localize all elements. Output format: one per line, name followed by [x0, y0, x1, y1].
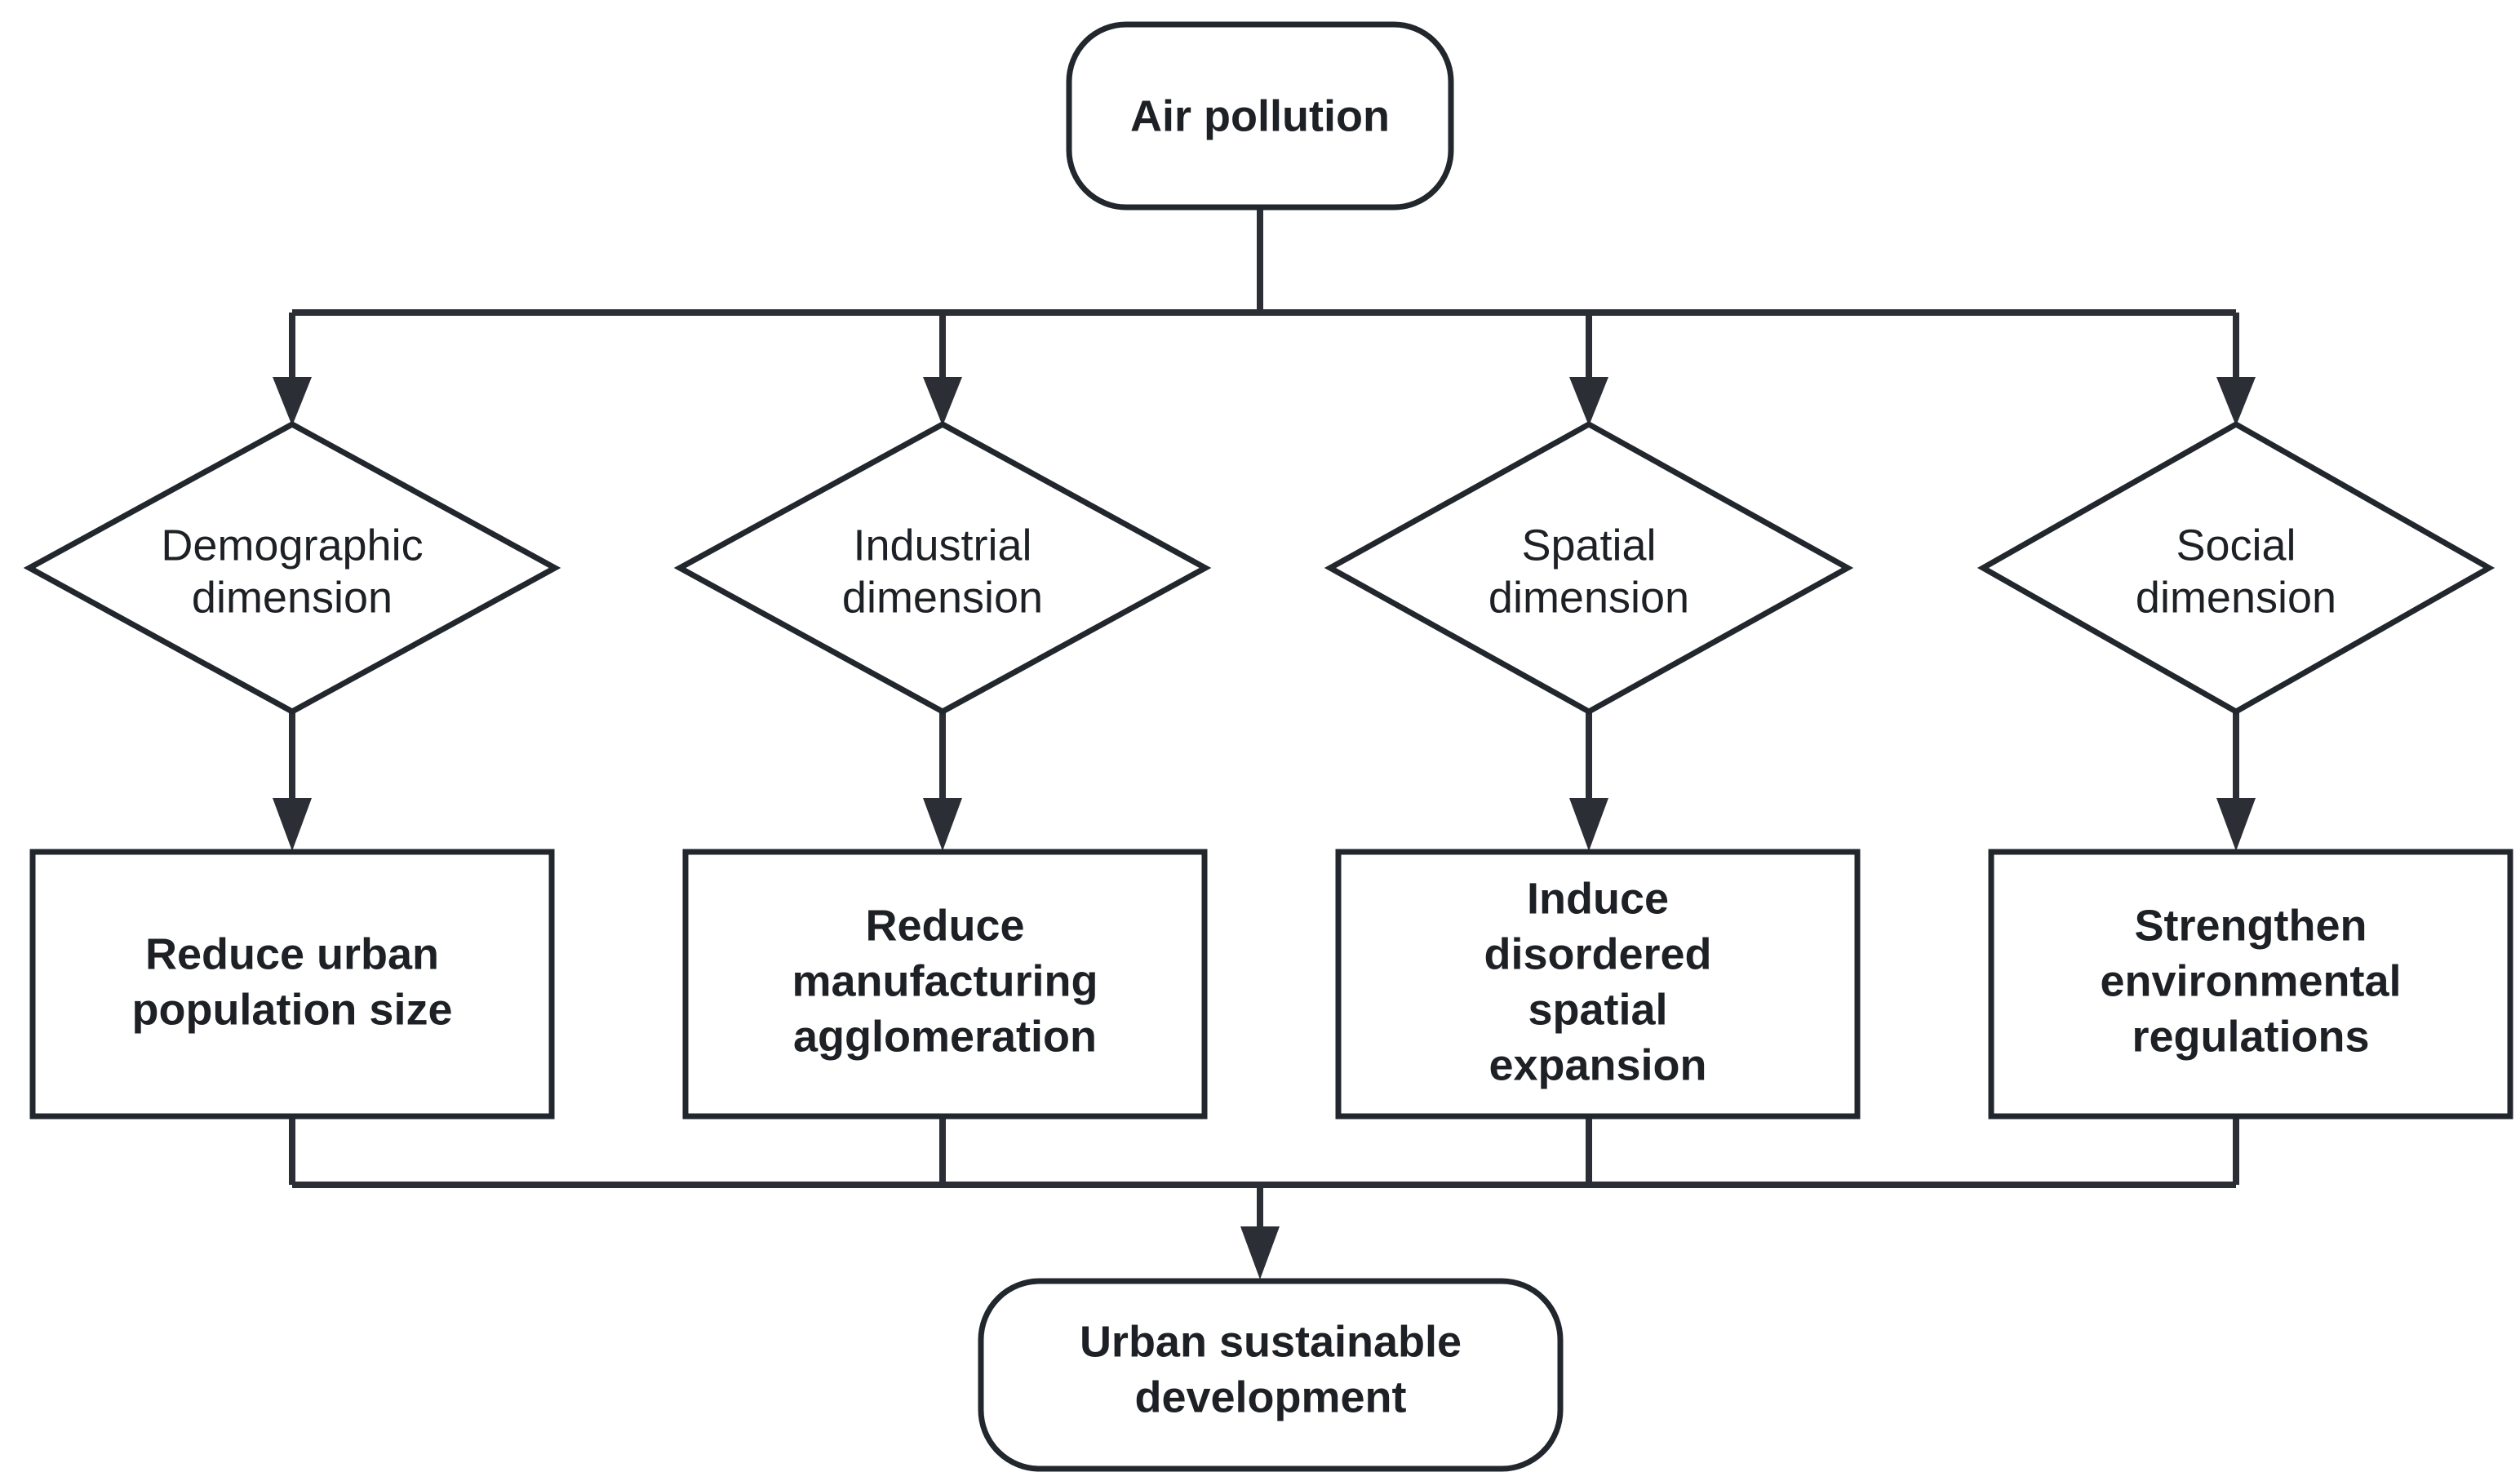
node-strengthen-environmental-regulations-label-line-1: Strengthen — [2134, 901, 2367, 950]
arrowhead-to-outcome — [1240, 1226, 1280, 1279]
arrowhead-to-diamond-3 — [1569, 377, 1608, 426]
node-induce-disordered-spatial-expansion[interactable]: Induce disordered spatial expansion — [1335, 849, 1861, 1120]
node-induce-disordered-spatial-expansion-label-line-1: Induce — [1527, 874, 1669, 923]
node-spatial-dimension-shape — [1324, 420, 1854, 716]
node-air-pollution-label-line-1: Air pollution — [1130, 91, 1390, 140]
connector-group-root-to-bus — [273, 206, 2256, 426]
node-social-dimension[interactable]: Social dimension — [1977, 420, 2496, 716]
node-reduce-manufacturing-agglomeration-label-line-1: Reduce — [865, 901, 1024, 950]
node-air-pollution-shape — [1066, 21, 1454, 211]
node-strengthen-environmental-regulations-label-line-3: regulations — [2132, 1012, 2369, 1061]
connector-group-diamond-to-action — [273, 712, 2256, 851]
node-social-dimension-label-line-1: Social — [2176, 521, 2296, 570]
node-urban-sustainable-development-label-line-2: development — [1134, 1372, 1406, 1421]
node-reduce-manufacturing-agglomeration-label-line-3: agglomeration — [793, 1012, 1097, 1061]
node-spatial-dimension-label-line-1: Spatial — [1521, 521, 1656, 570]
node-reduce-urban-population-size-label-line-2: population size — [131, 985, 452, 1034]
node-demographic-dimension[interactable]: Demographic dimension — [23, 421, 561, 715]
node-industrial-dimension-label-line-2: dimension — [842, 573, 1043, 622]
node-spatial-dimension-label-line-2: dimension — [1488, 573, 1689, 622]
node-urban-sustainable-development[interactable]: Urban sustainable development — [978, 1278, 1564, 1472]
node-induce-disordered-spatial-expansion-label-line-2: disordered — [1484, 929, 1711, 978]
node-urban-sustainable-development-shape — [978, 1278, 1564, 1472]
node-demographic-dimension-label-line-1: Demographic — [161, 521, 423, 570]
node-induce-disordered-spatial-expansion-label-line-3: spatial — [1528, 985, 1667, 1034]
node-industrial-dimension-shape — [673, 421, 1212, 715]
node-strengthen-environmental-regulations-shape — [1988, 849, 2513, 1120]
arrowhead-to-action-3 — [1569, 798, 1608, 851]
node-reduce-urban-population-size-shape — [29, 849, 555, 1120]
node-industrial-dimension[interactable]: Industrial dimension — [673, 421, 1212, 715]
node-reduce-manufacturing-agglomeration[interactable]: Reduce manufacturing agglomeration — [682, 849, 1208, 1120]
connector-group-actions-to-outcome — [289, 1116, 2239, 1279]
node-demographic-dimension-shape — [23, 421, 561, 715]
node-reduce-manufacturing-agglomeration-label-line-2: manufacturing — [792, 956, 1098, 1005]
node-reduce-urban-population-size[interactable]: Reduce urban population size — [29, 849, 555, 1120]
node-induce-disordered-spatial-expansion-label-line-4: expansion — [1488, 1040, 1706, 1089]
arrowhead-to-diamond-2 — [923, 377, 962, 426]
node-air-pollution[interactable]: Air pollution — [1066, 21, 1454, 211]
node-social-dimension-label-line-2: dimension — [2136, 573, 2336, 622]
node-urban-sustainable-development-label-line-1: Urban sustainable — [1080, 1317, 1462, 1366]
node-induce-disordered-spatial-expansion-shape — [1335, 849, 1861, 1120]
node-social-dimension-shape — [1977, 420, 2496, 716]
node-reduce-urban-population-size-label-line-1: Reduce urban — [145, 929, 439, 978]
node-spatial-dimension[interactable]: Spatial dimension — [1324, 420, 1854, 716]
arrowhead-to-diamond-1 — [273, 377, 312, 426]
node-demographic-dimension-label-line-2: dimension — [192, 573, 393, 622]
arrowhead-to-diamond-4 — [2216, 377, 2256, 426]
arrowhead-to-action-4 — [2216, 798, 2256, 851]
arrowhead-to-action-1 — [273, 798, 312, 851]
node-reduce-manufacturing-agglomeration-shape — [682, 849, 1208, 1120]
node-strengthen-environmental-regulations-label-line-2: environmental — [2100, 956, 2401, 1005]
node-strengthen-environmental-regulations[interactable]: Strengthen environmental regulations — [1988, 849, 2513, 1120]
arrowhead-to-action-2 — [923, 798, 962, 851]
node-industrial-dimension-label-line-1: Industrial — [853, 521, 1032, 570]
